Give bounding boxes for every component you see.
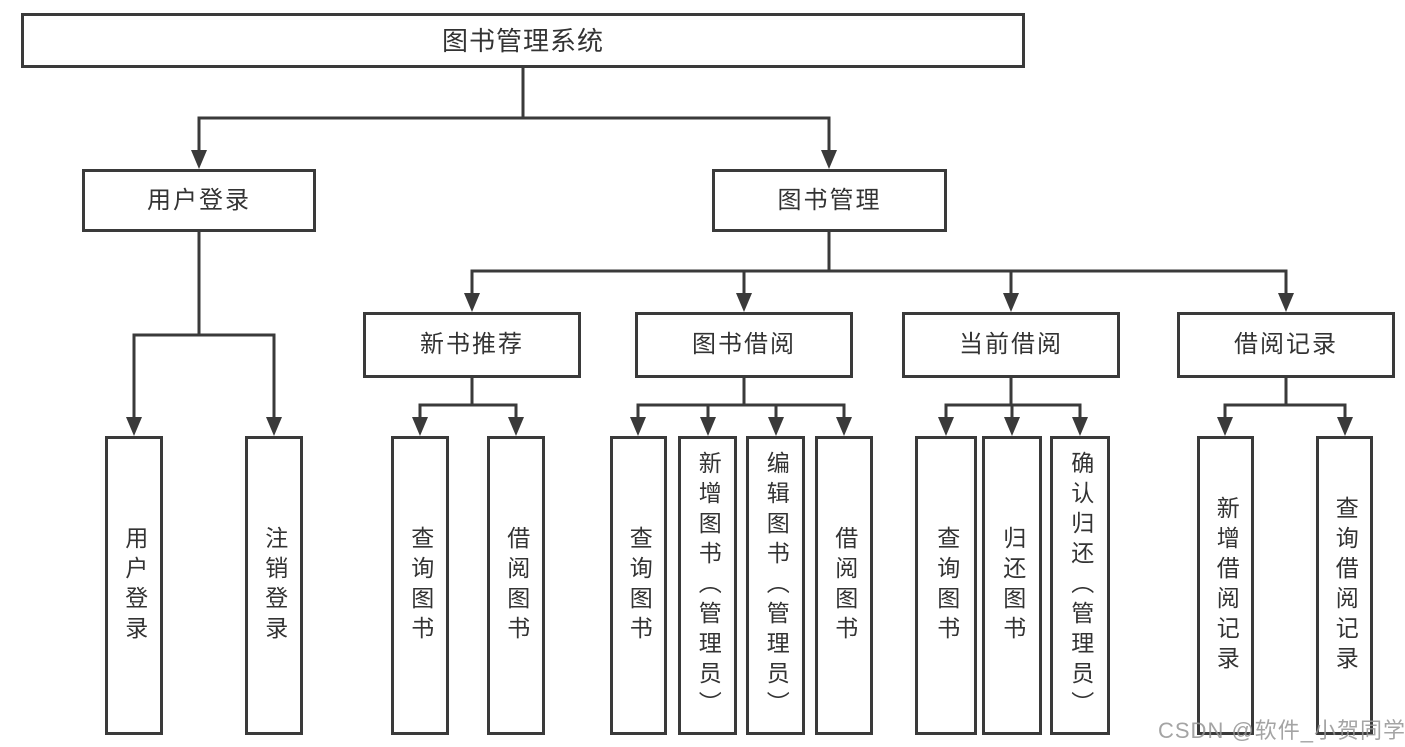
node-new-book-recommend: 新书推荐 [363,312,581,378]
leaf-user-login-label: 用户登录 [121,525,148,646]
leaf-bb-query-book-label: 查询图书 [626,525,653,646]
leaf-cb-query-book: 查询图书 [915,436,977,735]
leaf-cb-confirm-return-admin-label: 确认归还（管理员） [1067,450,1094,721]
leaf-br-query-record-label: 查询借阅记录 [1332,495,1359,676]
leaf-bb-borrow-book: 借阅图书 [815,436,873,735]
node-book-management: 图书管理 [712,169,947,232]
leaf-cb-return-book-label: 归还图书 [999,525,1026,646]
leaf-nb-query-book-label: 查询图书 [407,525,434,646]
leaf-bb-add-book-admin: 新增图书（管理员） [678,436,737,735]
leaf-cb-query-book-label: 查询图书 [933,525,960,646]
leaf-bb-borrow-book-label: 借阅图书 [831,525,858,646]
leaf-br-add-record-label: 新增借阅记录 [1213,495,1240,676]
leaf-nb-borrow-book-label: 借阅图书 [503,525,530,646]
node-root-system: 图书管理系统 [21,13,1025,68]
leaf-user-login: 用户登录 [105,436,163,735]
csdn-watermark: CSDN @软件_小贺同学 [1158,718,1405,743]
leaf-bb-add-book-admin-label: 新增图书（管理员） [695,450,722,721]
node-borrow-record: 借阅记录 [1177,312,1395,378]
node-book-borrow: 图书借阅 [635,312,853,378]
node-current-borrow: 当前借阅 [902,312,1120,378]
leaf-cb-confirm-return-admin: 确认归还（管理员） [1050,436,1110,735]
leaf-logout: 注销登录 [245,436,303,735]
leaf-br-query-record: 查询借阅记录 [1316,436,1373,735]
leaf-cb-return-book: 归还图书 [982,436,1042,735]
leaf-bb-edit-book-admin: 编辑图书（管理员） [746,436,805,735]
leaf-bb-edit-book-admin-label: 编辑图书（管理员） [763,450,790,721]
leaf-bb-query-book: 查询图书 [610,436,667,735]
leaf-nb-borrow-book: 借阅图书 [487,436,545,735]
leaf-nb-query-book: 查询图书 [391,436,449,735]
node-user-login: 用户登录 [82,169,316,232]
leaf-logout-label: 注销登录 [261,525,288,646]
leaf-br-add-record: 新增借阅记录 [1197,436,1254,735]
